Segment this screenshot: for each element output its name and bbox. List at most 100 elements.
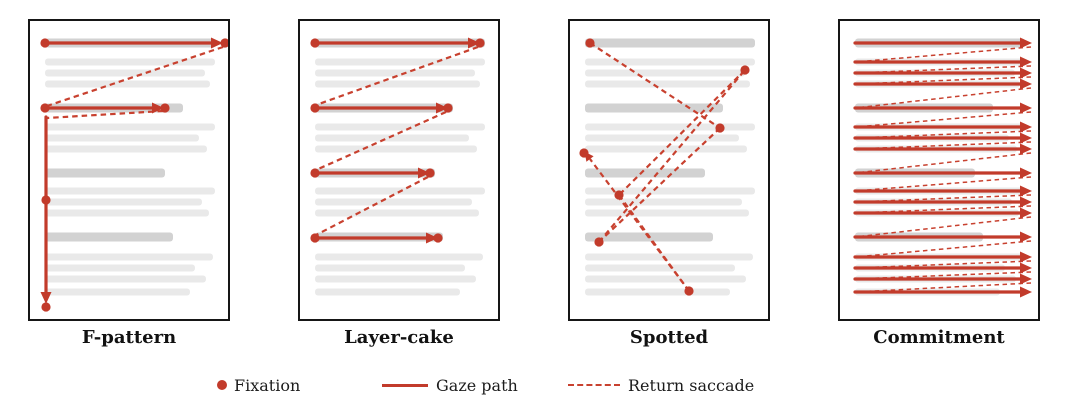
panel-f-pattern bbox=[28, 19, 230, 321]
panel-title-spotted: Spotted bbox=[629, 327, 709, 348]
gaze-arrowhead-icon bbox=[1020, 143, 1032, 155]
return-saccade-line bbox=[315, 176, 429, 236]
text-line-bar bbox=[585, 134, 739, 142]
gaze-arrowhead-icon bbox=[1020, 231, 1032, 243]
text-line-bar bbox=[45, 58, 215, 66]
heading-line-bar bbox=[585, 38, 755, 48]
text-line-bar bbox=[45, 134, 199, 142]
gaze-arrowhead-icon bbox=[1020, 67, 1032, 79]
return-saccade-line bbox=[589, 158, 690, 292]
fixation-dot-icon bbox=[217, 380, 227, 390]
gaze-arrowhead-icon bbox=[1020, 286, 1032, 298]
text-line-bar bbox=[45, 80, 210, 88]
text-line-bar bbox=[315, 123, 485, 131]
text-line-bar bbox=[585, 264, 735, 272]
panel-commitment bbox=[838, 19, 1040, 321]
text-line-bar bbox=[45, 69, 205, 77]
text-line-bar bbox=[585, 198, 742, 206]
return-saccade-line bbox=[46, 45, 224, 108]
return-saccade-line bbox=[46, 109, 164, 120]
text-line-bar bbox=[315, 253, 483, 261]
text-line-bar bbox=[315, 209, 479, 217]
fixation-dot bbox=[443, 103, 453, 113]
gaze-arrowhead-icon bbox=[1020, 132, 1032, 144]
panel-spotted bbox=[568, 19, 770, 321]
return-saccade-line bbox=[854, 46, 1032, 63]
text-line-bar bbox=[585, 80, 750, 88]
fixation-dot bbox=[684, 286, 694, 296]
fixation-dot bbox=[715, 123, 725, 133]
gaze-arrowhead-icon bbox=[1020, 167, 1032, 179]
fixation-dot bbox=[220, 38, 228, 48]
gaze-arrowhead-icon bbox=[1020, 102, 1032, 114]
gaze-arrowhead-icon bbox=[152, 102, 164, 114]
gaze-arrowhead-icon bbox=[211, 37, 223, 49]
text-line-bar bbox=[315, 288, 460, 296]
text-line-bar bbox=[45, 288, 190, 296]
gaze-arrowhead-icon bbox=[1020, 262, 1032, 274]
fixation-dot bbox=[310, 233, 320, 243]
text-line-bar bbox=[315, 145, 477, 153]
text-line-bar bbox=[585, 187, 755, 195]
fixation-dot bbox=[40, 38, 50, 48]
text-line-bar bbox=[585, 288, 730, 296]
text-line-bar bbox=[45, 264, 195, 272]
gaze-arrowhead-icon bbox=[1020, 207, 1032, 219]
return-saccade-line-icon bbox=[568, 384, 620, 386]
return-saccade-line bbox=[618, 69, 746, 196]
fixation-dot bbox=[585, 38, 595, 48]
gaze-arrowhead-icon bbox=[1020, 78, 1032, 90]
fixation-dot bbox=[475, 38, 485, 48]
heading-line-bar bbox=[45, 232, 173, 242]
fixation-dot bbox=[41, 195, 51, 205]
text-line-bar bbox=[45, 198, 202, 206]
fixation-dot bbox=[425, 168, 435, 178]
return-saccade-line bbox=[854, 240, 1032, 258]
text-line-bar bbox=[315, 80, 480, 88]
fixation-dot bbox=[40, 103, 50, 113]
panel-f-pattern-canvas bbox=[40, 37, 228, 312]
text-line-bar bbox=[45, 209, 209, 217]
gaze-arrowhead-icon bbox=[468, 37, 480, 49]
fixation-dot bbox=[310, 38, 320, 48]
heading-line-bar bbox=[45, 168, 165, 178]
gaze-arrowhead-icon bbox=[40, 292, 52, 304]
return-saccade-line bbox=[854, 111, 1032, 128]
text-line-bar bbox=[45, 253, 213, 261]
gaze-path-line-icon bbox=[382, 384, 428, 387]
text-line-bar bbox=[45, 123, 215, 131]
gaze-arrowhead-icon bbox=[1020, 185, 1032, 197]
text-line-bar bbox=[585, 123, 755, 131]
legend-label-fixation: Fixation bbox=[234, 376, 301, 395]
fixation-dot bbox=[160, 103, 170, 113]
gaze-arrowhead-icon bbox=[1020, 196, 1032, 208]
fixation-dot bbox=[614, 190, 624, 200]
gaze-arrowhead-icon bbox=[1020, 251, 1032, 263]
text-line-bar bbox=[315, 58, 485, 66]
gaze-arrowhead-icon bbox=[1020, 273, 1032, 285]
fixation-dot bbox=[594, 237, 604, 247]
legend: Fixation Gaze path Return saccade bbox=[0, 374, 1080, 400]
text-line-bar bbox=[585, 275, 746, 283]
return-saccade-line bbox=[854, 216, 1032, 238]
return-saccade-line bbox=[589, 42, 721, 129]
panel-spotted-canvas bbox=[579, 38, 755, 296]
panel-layer-cake bbox=[298, 19, 500, 321]
gaze-arrowhead-icon bbox=[1020, 56, 1032, 68]
return-saccade-line bbox=[854, 152, 1032, 174]
fixation-dot bbox=[740, 65, 750, 75]
text-line-bar bbox=[585, 209, 749, 217]
text-line-bar bbox=[315, 264, 465, 272]
fixation-dot bbox=[310, 103, 320, 113]
panel-commitment-canvas bbox=[853, 37, 1032, 298]
return-saccade-line bbox=[598, 127, 721, 243]
fixation-dot bbox=[579, 148, 589, 158]
panel-title-layer-cake: Layer-cake bbox=[344, 327, 454, 348]
fixation-dot bbox=[41, 302, 51, 312]
heading-line-bar bbox=[585, 103, 723, 113]
gaze-arrowhead-icon bbox=[426, 232, 438, 244]
gaze-arrowhead-icon bbox=[1020, 121, 1032, 133]
return-saccade-line bbox=[854, 87, 1032, 109]
panel-layer-cake-canvas bbox=[310, 37, 485, 296]
